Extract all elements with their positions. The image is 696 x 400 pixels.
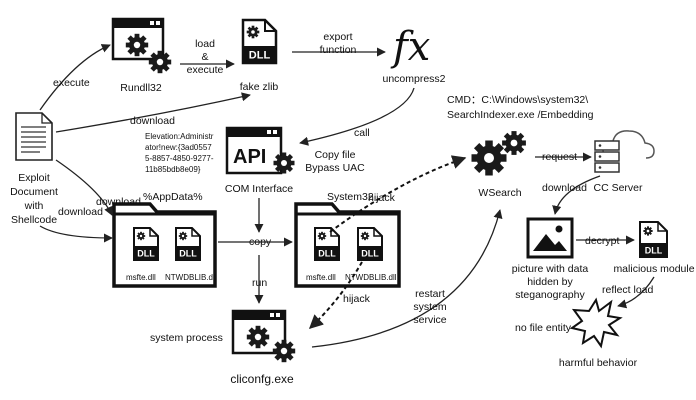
wsearch-gears-icon [471,131,526,176]
picture-label-1: picture with data [512,263,589,275]
exploit-doc-label-2: Document [10,186,58,198]
malicious-module-dll-text: DLL [645,246,663,256]
execute-label: execute [53,77,90,89]
appdata-folder-icon [112,202,217,288]
decrypt-label: decrypt [585,235,620,247]
elevation-label-2: ator!new:{3ad0557 [145,143,212,152]
function-label: function [320,44,357,56]
download-mid-label: download [96,196,141,208]
download-top-label: download [130,115,175,127]
api-text: API [233,146,266,168]
picture-label-3: steganography [515,289,585,301]
reflect-load-label: reflect load [602,284,654,296]
appdata-folder-label: %AppData% [143,191,203,203]
msfte-appdata-dll-text: DLL [137,249,155,259]
wsearch-label: WSearch [478,187,521,199]
exploit-doc-label-3: with [24,200,44,212]
fx-function-icon: fx [390,24,430,70]
no-file-entity-label: no file entity [515,322,572,334]
system32-folder-icon [294,202,401,288]
ampersand-label: & [201,51,208,63]
fake-zlib-label: fake zlib [240,81,279,93]
export-label: export [323,31,352,43]
ntwdblib-sys32-label: NTWDBLIB.dll [345,273,397,282]
cliconfg-window-icon [231,309,296,363]
download-low-label: download [58,206,103,218]
call-label: call [354,127,370,139]
dll-file-icon: DLL [175,227,201,261]
dll-file-icon: DLL [241,18,278,65]
dll-file-icon: DLL [639,221,668,258]
msfte-sys32-dll-text: DLL [318,249,336,259]
rundll32-window-icon [111,17,172,74]
picture-label-2: hidden by [527,276,573,288]
restart-label: restart [415,288,445,300]
rundll32-label: Rundll32 [120,82,162,94]
cmd-line-1: CMD：C:\Windows\system32\ [447,94,588,106]
cliconfg-label: cliconfg.exe [230,372,294,386]
execute-label-2: execute [187,64,224,76]
picture-icon [526,217,574,259]
explosion-icon [569,297,623,349]
copy-label: copy [249,236,272,248]
system32-folder-label: System32 [327,191,374,203]
elevation-label-1: Elevation:Administr [145,132,214,141]
malicious-module-label: malicious module [613,263,694,275]
document-icon [15,112,53,161]
elevation-label-3: 5-8857-4850-9277- [145,154,214,163]
com-interface-label: COM Interface [225,183,293,195]
hijack-bottom-label: hijack [343,293,371,305]
msfte-sys32-label: msfte.dll [306,273,336,282]
dll-file-icon: DLL [133,227,159,261]
elevation-label-4: 11b85bdb8e09} [145,165,201,174]
cmd-line-2: SearchIndexer.exe /Embedding [447,109,594,121]
ntwdblib-appdata-label: NTWDBLIB.dll [165,273,217,282]
hijack-top-label: hijack [368,192,396,204]
dll-file-icon: DLL [314,227,340,261]
harmful-behavior-label: harmful behavior [559,357,638,369]
bypass-uac-label: Bypass UAC [305,162,365,174]
exploit-doc-label-1: Exploit [18,172,50,184]
fake-zlib-dll-text: DLL [249,50,271,62]
api-window-icon: API [225,126,295,175]
hijack-dashed-arrows [308,155,467,329]
ntwdblib-sys32-dll-text: DLL [361,249,379,259]
cc-server-label: CC Server [593,182,643,194]
load-label: load [195,38,215,50]
ntwdblib-appdata-dll-text: DLL [179,249,197,259]
msfte-appdata-label: msfte.dll [126,273,156,282]
dll-file-icon: DLL [357,227,383,261]
copy-file-label: Copy file [315,149,356,161]
system-label: system [413,301,447,313]
uncompress2-label: uncompress2 [382,73,445,85]
cc-server-icon [594,130,655,173]
exploit-doc-label-4: Shellcode [11,214,57,226]
system-process-label: system process [150,332,223,344]
request-label: request [542,151,577,163]
run-label: run [252,277,267,289]
arrow-lines [39,44,655,348]
download-cc-label: download [542,182,587,194]
service-label: service [413,314,446,326]
